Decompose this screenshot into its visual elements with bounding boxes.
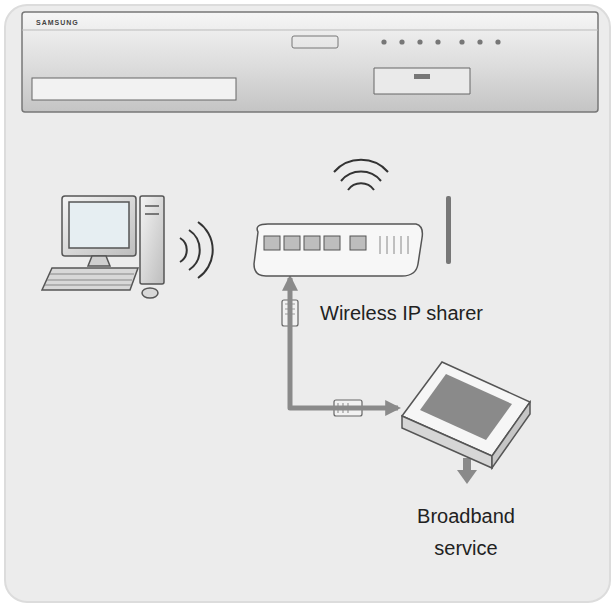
player-unit: SAMSUNG bbox=[22, 12, 598, 112]
computer-icon bbox=[42, 196, 164, 298]
player-unit-outline bbox=[22, 12, 598, 112]
service-arrow bbox=[457, 458, 477, 484]
router-box: Wireless IP sharer bbox=[250, 224, 422, 276]
device-label: Wireless IP sharer bbox=[320, 302, 483, 325]
brand-logo: SAMSUNG bbox=[36, 19, 79, 26]
router-box-outline bbox=[250, 224, 422, 276]
router-antenna bbox=[446, 196, 451, 264]
modem-box: Broadband service bbox=[402, 362, 530, 456]
device-label: Broadband service bbox=[401, 500, 531, 564]
modem-box-outline bbox=[402, 362, 530, 456]
network-cable bbox=[290, 278, 398, 408]
background-panel bbox=[5, 5, 610, 602]
